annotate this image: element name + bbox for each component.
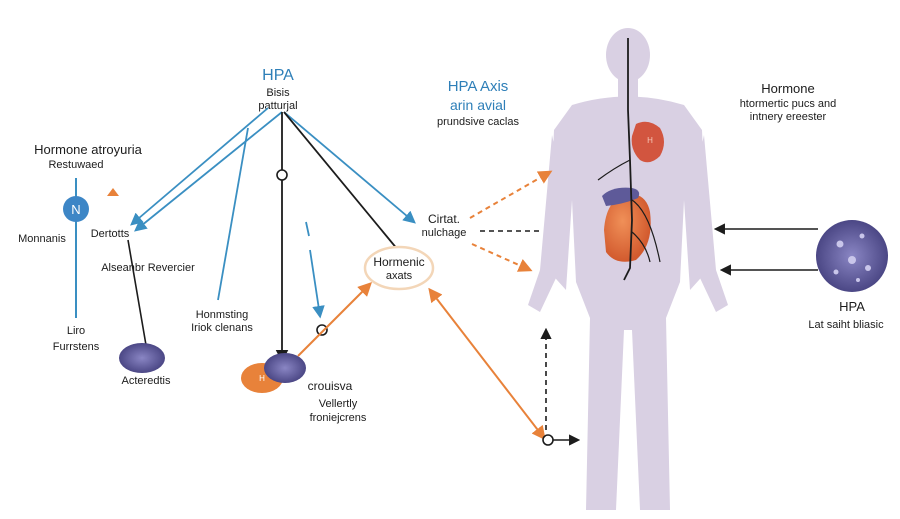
hormone-right-title: Hormone: [761, 81, 814, 96]
vellertly-label-line1: Vellertly: [319, 398, 358, 410]
hornsting-label-line2: Iriok clenans: [191, 322, 253, 334]
monnanis-label: Monnanis: [18, 233, 66, 245]
hub-to-left-arrow-1: [130, 107, 269, 226]
spine-nerve: [623, 38, 633, 281]
hormenic-node: [363, 245, 435, 291]
prundsive-label: prundsive caclas: [437, 116, 519, 128]
to-hormenic-arrow: [297, 282, 372, 357]
nerve-branch-1: [597, 159, 631, 181]
heart-organ-badge: H: [647, 136, 653, 145]
hornsting-label-line1: Honmsting: [196, 309, 249, 321]
n-node-letter: N: [71, 202, 80, 217]
mid-teal-dash: [305, 221, 310, 237]
mid-teal-arrow: [309, 249, 325, 319]
restuwaed-label: Restuwaed: [48, 159, 103, 171]
hormone-left-title: Hormone atroyuria: [34, 142, 142, 157]
hpa-right-label: HPA: [839, 299, 865, 314]
body-to-cirtat-up-arrow: [469, 170, 553, 219]
lat-sant-label: Lat saiht bliasic: [808, 319, 884, 331]
cirtat-label-line1: Cirtat.: [428, 212, 460, 226]
cirtat-label-line2: nulchage: [422, 227, 467, 239]
bottom-node: [542, 434, 554, 446]
cirtat-down-arrow: [471, 243, 533, 272]
acteredtis-label: Acteredtis: [122, 375, 171, 387]
hub-to-cirtat-arrow: [283, 111, 416, 224]
liro-label: Liro: [67, 325, 85, 337]
nerve-branch-3: [631, 231, 651, 263]
small-node: [316, 324, 328, 336]
human-body-silhouette: [528, 28, 728, 510]
heart-organ: [631, 121, 664, 163]
hub-to-hornsting-line: [217, 127, 249, 301]
acteredtis-cell: [119, 343, 165, 373]
purple-cell: [264, 353, 306, 383]
orange-cell-badge: H: [259, 374, 265, 383]
hub-down-node: [276, 169, 288, 181]
hormenic-label-line2: axats: [386, 270, 413, 282]
liver-organ: [604, 193, 651, 262]
dertotts-label: Dertotts: [91, 228, 130, 240]
vellertly-label-line2: froniejcrens: [310, 412, 367, 424]
body-organs: H: [597, 38, 664, 281]
furrstens-label: Furrstens: [53, 341, 100, 353]
cell-sphere: [816, 220, 888, 292]
n-node: [63, 196, 89, 222]
hormenic-to-bottom-arrow: [428, 287, 546, 441]
patturjal-label: patturjal: [258, 100, 297, 112]
alseanbr-label: Alseanbr Revercier: [101, 262, 195, 274]
hpa-axis-title: HPA Axis: [448, 78, 509, 95]
hub-to-left-arrow-2: [134, 111, 283, 232]
hormone-desc-line2: intnery ereester: [750, 111, 827, 123]
stomach-organ: [602, 187, 640, 206]
dertotts-line: [127, 239, 147, 346]
nerve-branch-2: [631, 199, 661, 263]
hpa-title: HPA: [262, 67, 294, 84]
hormone-desc-line1: htormertic pucs and: [740, 98, 837, 110]
hub-to-hormenic-line: [283, 111, 399, 251]
crouisva-label: crouisva: [308, 379, 353, 393]
bisis-label: Bisis: [266, 87, 290, 99]
n-node-arrow-up: [107, 188, 119, 196]
hormenic-label-line1: Hormenic: [373, 255, 424, 269]
arin-avial-label: arin avial: [450, 97, 506, 113]
